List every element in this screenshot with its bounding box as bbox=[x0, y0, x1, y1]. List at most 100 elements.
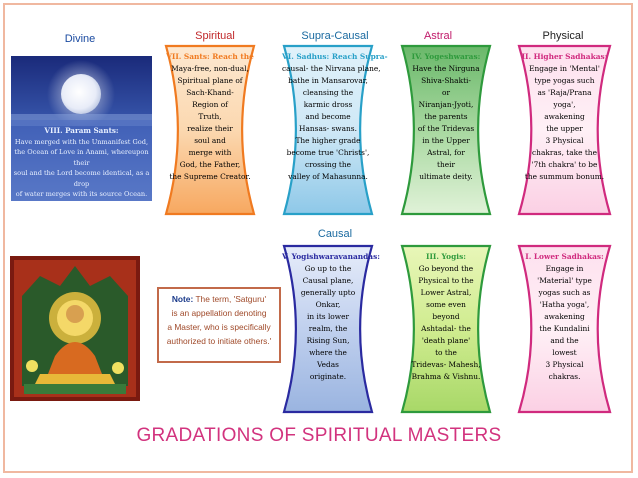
card-line: the summum bonum. bbox=[524, 172, 605, 181]
card-line: Region of bbox=[192, 100, 228, 109]
card-line: Physical to the bbox=[418, 276, 474, 285]
hourglass-shape bbox=[282, 244, 374, 414]
card-line: the Kundalini bbox=[539, 324, 590, 333]
note-label: Note: bbox=[171, 294, 194, 304]
satguru-note-box: Note: The term, 'Satguru' is an appellat… bbox=[157, 287, 281, 363]
card-line: chakras. bbox=[548, 372, 581, 381]
card-line: Astral, for bbox=[427, 148, 465, 157]
hourglass-outline bbox=[164, 44, 256, 216]
card-line: 'Hatha yoga', bbox=[539, 300, 590, 309]
card-line: III. Yogis: bbox=[426, 252, 466, 261]
card-physical-lower-sadhakas: I. Lower Sadhakas: Engage in 'Material' ty… bbox=[517, 244, 612, 414]
hourglass-outline bbox=[400, 44, 492, 216]
card-line: Hansas- swans. bbox=[299, 124, 357, 133]
card-line: Niranjan-Jyoti, bbox=[418, 100, 474, 109]
card-line: become true 'Christs', bbox=[286, 148, 370, 157]
card-line: Causal plane, bbox=[302, 276, 354, 285]
card-line: type yogas such bbox=[534, 76, 595, 85]
header-divine: Divine bbox=[64, 33, 96, 45]
card-line: Sach-Khand- bbox=[186, 88, 234, 97]
hourglass-outline bbox=[282, 44, 374, 216]
meditating-master-image bbox=[10, 256, 140, 401]
card-line: and become bbox=[305, 112, 351, 121]
card-line: Spiritual plane of bbox=[177, 76, 243, 85]
card-line: karmic dross bbox=[303, 100, 353, 109]
card-line: God, the Father, bbox=[179, 160, 241, 169]
card-line: of the Tridevas bbox=[417, 124, 475, 133]
card-physical-higher-sadhakas: II. Higher Sadhakas:Engage in 'Mental'ty… bbox=[517, 44, 612, 216]
card-line: 3 Physical bbox=[545, 360, 584, 369]
card-line: the parents bbox=[424, 112, 468, 121]
divine-moon-image: VIII. Param Sants:Have merged with the U… bbox=[11, 56, 152, 201]
card-line: generally upto bbox=[300, 288, 356, 297]
hourglass-outline bbox=[282, 244, 374, 414]
card-line: yoga', bbox=[553, 100, 576, 109]
card-line: some even bbox=[426, 300, 466, 309]
card-line: Go beyond the bbox=[418, 264, 474, 273]
card-line: and the bbox=[550, 336, 579, 345]
card-line: beyond bbox=[432, 312, 460, 321]
diagram-title: GRADATIONS OF SPIRITUAL MASTERS bbox=[136, 425, 502, 446]
card-line: awakening bbox=[544, 112, 585, 121]
hourglass-outline bbox=[400, 244, 492, 414]
card-line: Truth, bbox=[198, 112, 222, 121]
note-line-4: authorized to initiate others.' bbox=[166, 336, 272, 346]
card-line: The higher grade bbox=[295, 136, 361, 145]
divine-card-line: Have merged with the Unmanifest God, bbox=[14, 137, 149, 146]
card-line: cleansing the bbox=[302, 88, 354, 97]
card-line: Shiva-Shakti- bbox=[421, 76, 471, 85]
header-astral: Astral bbox=[423, 30, 453, 42]
header-spiritual: Spiritual bbox=[195, 30, 235, 42]
card-line: Onkar, bbox=[315, 300, 341, 309]
card-line: I. Lower Sadhakas: bbox=[525, 252, 604, 261]
card-line: to the bbox=[435, 348, 457, 357]
card-line: realm, the bbox=[308, 324, 348, 333]
divine-card-line: of water merges with its source Ocean. bbox=[15, 190, 148, 198]
card-line: the upper bbox=[546, 124, 583, 133]
card-line: IV. Yogeshwaras: bbox=[411, 52, 481, 61]
card-line: 'Material' type bbox=[537, 276, 592, 285]
card-line: the Supreme Creator. bbox=[169, 172, 251, 181]
card-line: realize their bbox=[187, 124, 233, 133]
card-line: where the bbox=[309, 348, 347, 357]
card-supra-causal-sadhus: VI. Sadhus: Reach Supra-causal- the Nirv… bbox=[282, 44, 388, 216]
card-line: V. Yogishwaravanandas: bbox=[282, 252, 380, 261]
card-line: Engage in bbox=[545, 264, 584, 273]
divine-card-line: soul and the Lord become identical, as a… bbox=[13, 169, 150, 188]
card-line: yogas such as bbox=[538, 288, 591, 297]
card-text: VI. Sadhus: Reach Supra-causal- the Nirv… bbox=[282, 51, 388, 183]
card-line: Tridevas- Mahesh, bbox=[411, 360, 481, 369]
card-line: crossing the bbox=[304, 160, 351, 169]
card-line: as 'Raja/Prana bbox=[537, 88, 592, 97]
hourglass-shape bbox=[400, 244, 492, 414]
divine-card-text: VIII. Param Sants:Have merged with the U… bbox=[11, 126, 152, 200]
card-line: originate. bbox=[309, 372, 347, 381]
header-physical: Physical bbox=[542, 30, 584, 42]
card-text: I. Lower Sadhakas: Engage in 'Material' ty… bbox=[517, 251, 612, 383]
card-line: awakening bbox=[544, 312, 585, 321]
card-line: in its lower bbox=[307, 312, 349, 321]
hourglass-shape bbox=[517, 44, 612, 216]
card-line: '7th chakra' to be bbox=[531, 160, 598, 169]
divine-card-line: the Ocean of Love in Anami, whereupon th… bbox=[14, 148, 149, 167]
card-line: VII. Sants: Reach the bbox=[166, 52, 254, 61]
hourglass-shape bbox=[282, 44, 374, 216]
card-line: bathe in Mansarovar, bbox=[288, 76, 368, 85]
hourglass-shape bbox=[517, 244, 612, 414]
card-line: Rising Sun, bbox=[306, 336, 350, 345]
note-line-1: Note: The term, 'Satguru' bbox=[171, 294, 267, 304]
card-line: 3 Physical bbox=[545, 136, 584, 145]
card-line: Go up to the bbox=[304, 264, 352, 273]
hourglass-shape bbox=[164, 44, 256, 216]
card-line: VI. Sadhus: Reach Supra- bbox=[282, 52, 388, 61]
card-line: 'death plane' bbox=[421, 336, 471, 345]
card-text: II. Higher Sadhakas:Engage in 'Mental'ty… bbox=[517, 51, 612, 183]
card-line: lowest bbox=[552, 348, 577, 357]
card-line: or bbox=[442, 88, 450, 97]
card-line: chakras, take the bbox=[532, 148, 597, 157]
